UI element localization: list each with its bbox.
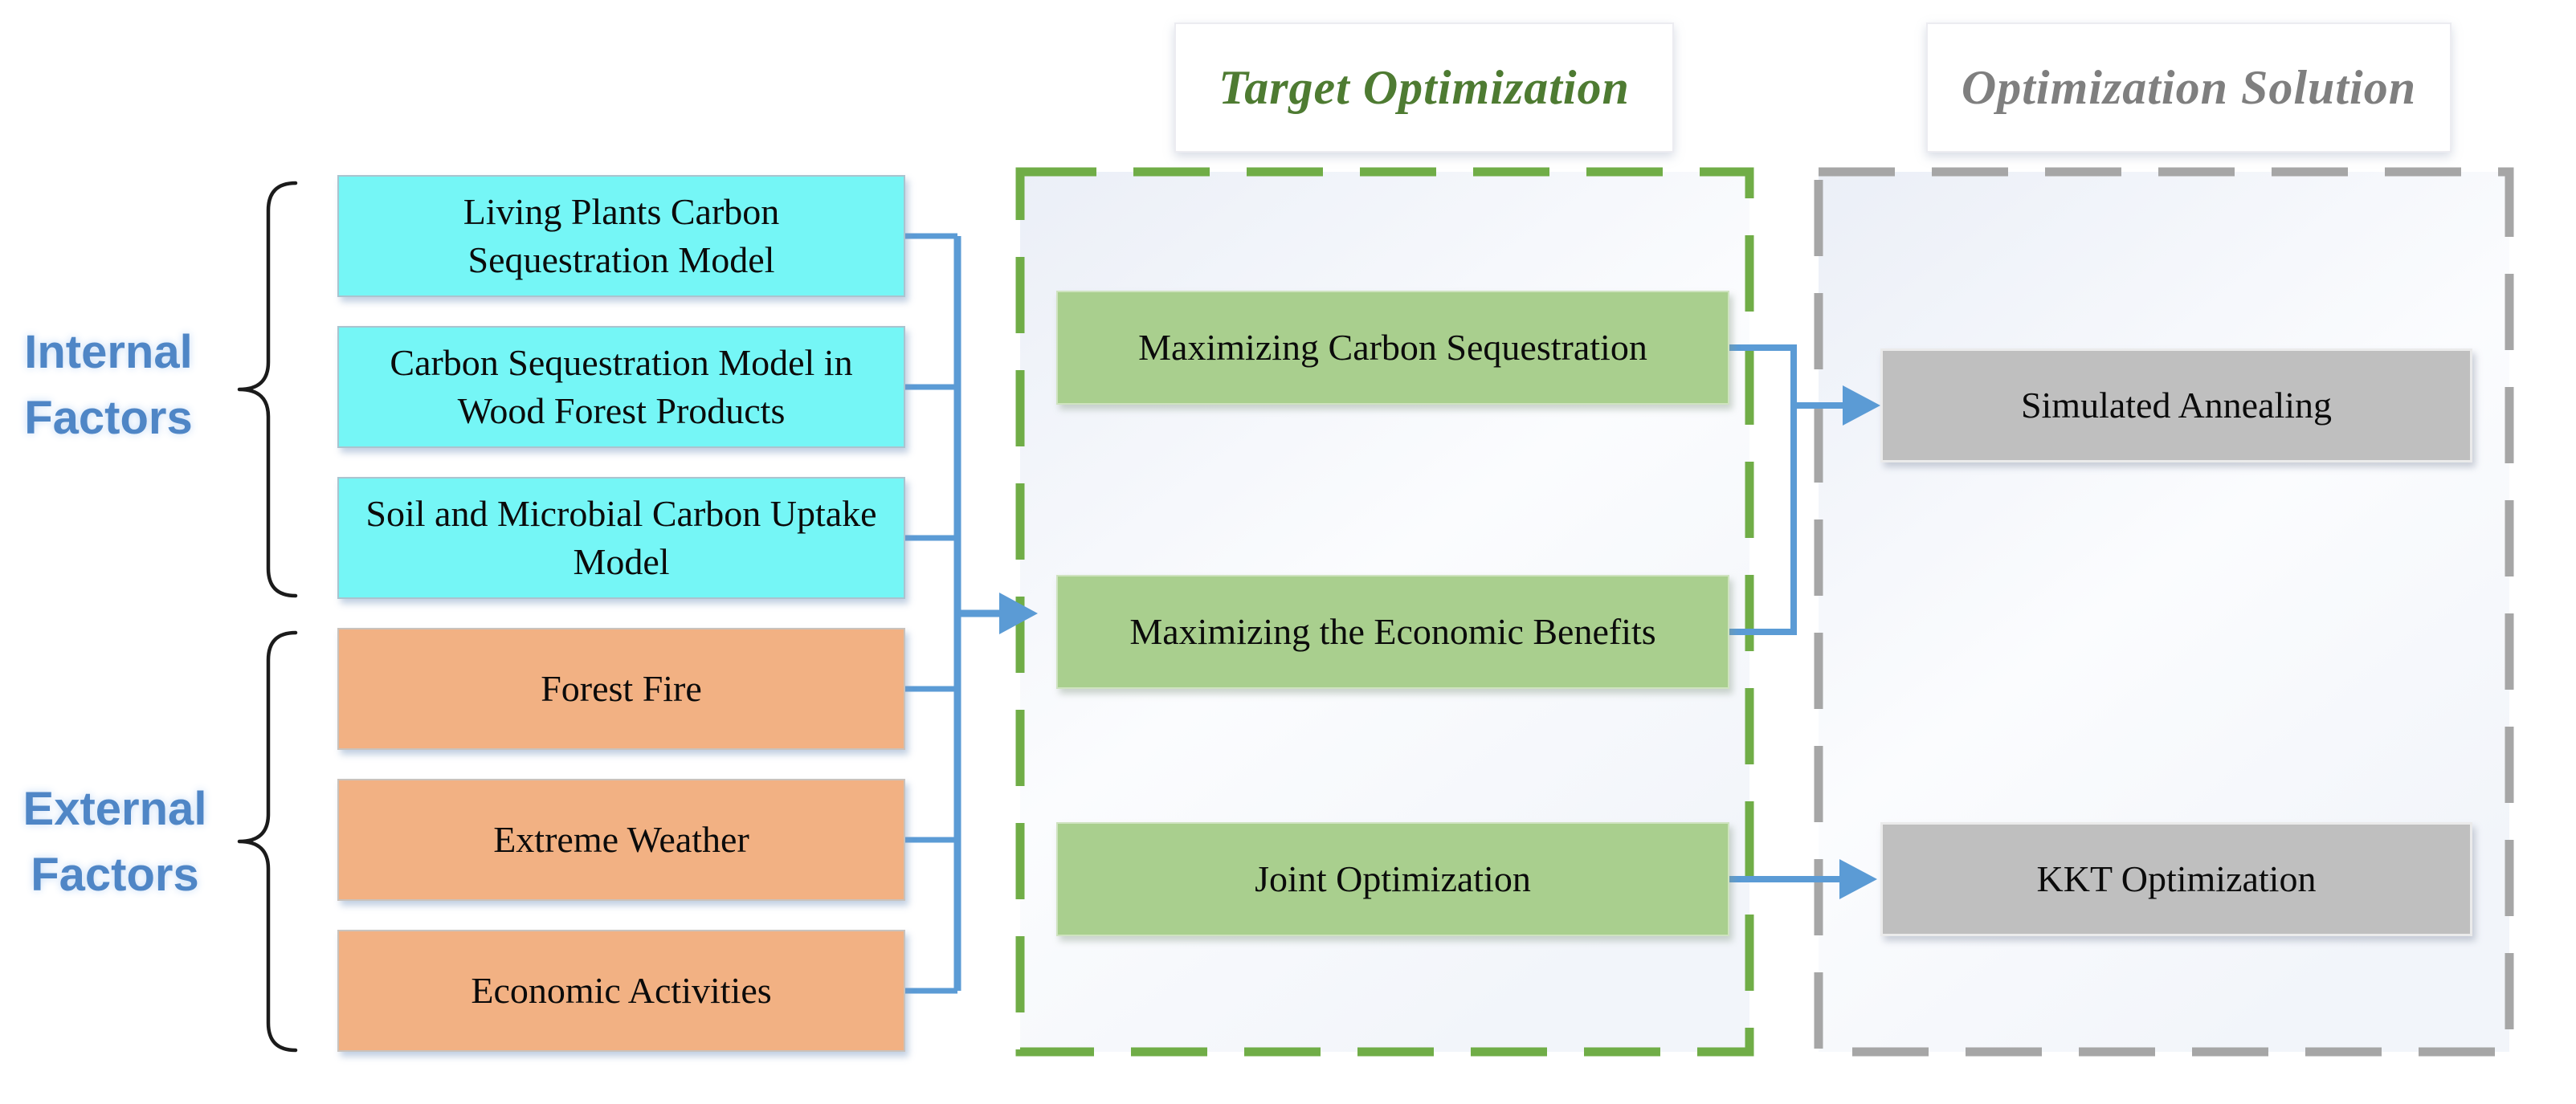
maximizing-merge-lines <box>1729 344 1846 635</box>
external-factors-brace <box>237 630 298 1053</box>
factor-box-extreme-weather: Extreme Weather <box>337 779 905 901</box>
external-factors-label: External Factors <box>22 783 207 902</box>
factor-collector-lines <box>905 233 1002 994</box>
target-box-max-carbon: Maximizing Carbon Sequestration <box>1056 291 1729 405</box>
factor-box-economic-activities: Economic Activities <box>337 930 905 1052</box>
factor-box-wood-products: Carbon Sequestration Model in Wood Fores… <box>337 326 905 448</box>
solution-box-simulated-annealing: Simulated Annealing <box>1880 348 2472 462</box>
joint-to-kkt-arrow <box>1839 859 1877 899</box>
factor-box-soil-microbial: Soil and Microbial Carbon Uptake Model <box>337 477 905 599</box>
internal-factors-brace <box>237 181 298 598</box>
targets-to-simulated-annealing-arrow <box>1843 385 1880 426</box>
target-box-joint-optimization: Joint Optimization <box>1056 822 1729 936</box>
target-box-max-economic: Maximizing the Economic Benefits <box>1056 575 1729 689</box>
solution-box-kkt: KKT Optimization <box>1880 822 2472 936</box>
optimization-solution-header: Optimization Solution <box>1926 22 2451 153</box>
factors-to-targets-arrow <box>999 593 1038 634</box>
factor-box-living-plants: Living Plants Carbon Sequestration Model <box>337 175 905 297</box>
target-optimization-header: Target Optimization <box>1174 22 1674 153</box>
internal-factors-label: Internal Factors <box>24 326 193 445</box>
factor-box-forest-fire: Forest Fire <box>337 628 905 750</box>
